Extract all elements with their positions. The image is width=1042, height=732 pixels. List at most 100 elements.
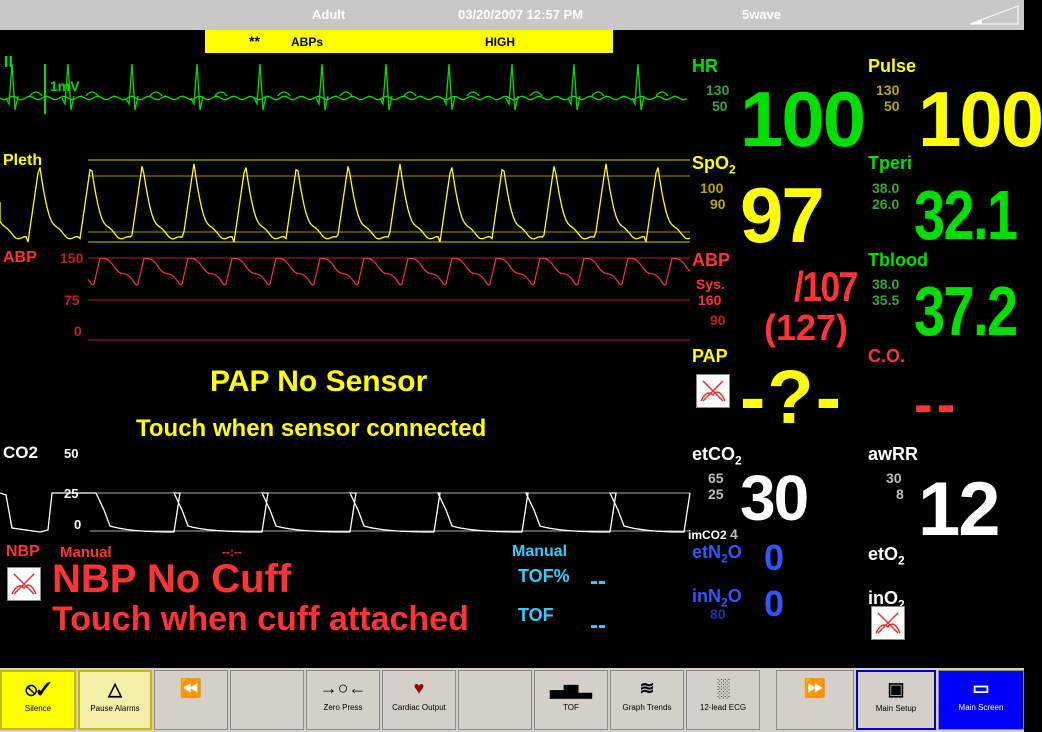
date-time: 03/20/2007 12:57 PM — [458, 7, 584, 22]
blank2-button[interactable] — [458, 670, 532, 730]
inn2o-high-limit: 80 — [710, 606, 726, 622]
tof-button[interactable]: ▃▅▂TOF — [534, 670, 608, 730]
abp-low-limit: 90 — [710, 312, 726, 328]
main-screen-label: Main Screen — [958, 703, 1004, 712]
main-screen-button[interactable]: ▭Main Screen — [938, 670, 1024, 730]
pulse-low-limit: 50 — [884, 98, 900, 114]
hr-value[interactable]: 100 — [740, 75, 866, 163]
nbp-cuff-hint[interactable]: Touch when cuff attached — [52, 600, 469, 638]
abp-scale-low: 0 — [74, 323, 82, 339]
main-setup-label: Main Setup — [875, 704, 917, 713]
abp-scale-high: 150 — [60, 250, 84, 266]
co2-scale-low: 0 — [74, 517, 82, 532]
zero-press-button[interactable]: →○← Zero Press — [306, 670, 380, 730]
rewind-button[interactable]: ⏪ — [154, 670, 228, 730]
tblood-label[interactable]: Tblood — [868, 250, 928, 270]
patient-type[interactable]: Adult — [312, 7, 346, 22]
blank1-button[interactable] — [230, 670, 304, 730]
setup-icon: ▣ — [887, 679, 905, 699]
tperi-high-limit: 38.0 — [872, 180, 900, 196]
ecg-icon: ░ — [716, 678, 730, 698]
abp-value[interactable]: /107 — [794, 263, 858, 310]
awrr-low-limit: 8 — [896, 486, 904, 502]
abp-label[interactable]: ABP — [692, 250, 731, 270]
alarm-banner[interactable]: ** ABPs HIGH — [205, 30, 613, 53]
etco2-high-limit: 65 — [708, 470, 724, 486]
hr-label[interactable]: HR — [692, 56, 718, 76]
etco2-value[interactable]: 30 — [740, 462, 809, 534]
waveform-area[interactable] — [0, 52, 691, 542]
abp-high-limit: 160 — [698, 292, 722, 308]
pap-label[interactable]: PAP — [692, 346, 728, 366]
zero-press-label: Zero Press — [323, 703, 363, 712]
hr-high-limit: 130 — [706, 82, 730, 98]
abp-wave-label[interactable]: ABP — [3, 249, 37, 266]
pulse-high-limit: 130 — [876, 82, 900, 98]
pap-value[interactable]: -?- — [740, 355, 844, 440]
alarm-level: HIGH — [485, 35, 515, 49]
tperi-label[interactable]: Tperi — [868, 153, 913, 173]
zero-press-icon: →○← — [319, 678, 367, 698]
silence-button[interactable]: ⦸✓Silence — [0, 670, 76, 730]
etn2o-label[interactable]: etN2O — [692, 542, 742, 566]
spo2-label[interactable]: SpO2 — [692, 153, 736, 177]
cardiac-output-button[interactable]: ♥Cardiac Output — [382, 670, 456, 730]
12-lead-ecg-button[interactable]: ░12-lead ECG — [686, 670, 760, 730]
pulse-value[interactable]: 100 — [918, 75, 1042, 163]
screen-mode[interactable]: 5wave — [742, 7, 782, 22]
co-value[interactable]: -- — [914, 372, 960, 435]
nbp-no-cuff-message[interactable]: NBP No Cuff — [52, 557, 292, 601]
co2-wave-label[interactable]: CO2 — [3, 443, 38, 462]
co2-scale-high: 50 — [64, 446, 79, 461]
graph-trends-label: Graph Trends — [622, 703, 672, 712]
nbp-mode[interactable]: Manual — [60, 544, 112, 561]
ecg-scale-label: 1mV — [50, 78, 80, 94]
main-setup-button[interactable]: ▣ Main Setup — [856, 670, 936, 730]
etn2o-value[interactable]: 0 — [764, 537, 784, 578]
co-label[interactable]: C.O. — [868, 346, 906, 366]
ecg-lead-label[interactable]: II — [4, 54, 13, 71]
tof-percent-label[interactable]: TOF% — [518, 566, 570, 586]
ino2-label[interactable]: inO2 — [868, 588, 905, 612]
spo2-value[interactable]: 97 — [740, 171, 825, 259]
abp-mean-value[interactable]: (127) — [764, 307, 849, 348]
pap-no-sensor-message[interactable]: PAP No Sensor — [210, 365, 428, 398]
etco2-label[interactable]: etCO2 — [692, 444, 742, 468]
graph-trends-button[interactable]: ≋ Graph Trends — [610, 670, 684, 730]
pap-connect-hint[interactable]: Touch when sensor connected — [136, 415, 487, 442]
tof-value: -- — [590, 612, 606, 639]
pleth-waveform — [0, 159, 691, 243]
spo2-low-limit: 90 — [710, 196, 726, 212]
alarm-param: ABPs — [291, 35, 324, 49]
awrr-value[interactable]: 12 — [918, 467, 1001, 552]
tperi-value[interactable]: 32.1 — [914, 176, 1018, 254]
ino2-no-sensor-icon[interactable] — [871, 606, 905, 640]
nbp-label[interactable]: NBP — [6, 543, 40, 560]
tblood-value[interactable]: 37.2 — [914, 272, 1018, 350]
abp-sys-label: Sys. — [696, 276, 725, 292]
inn2o-label[interactable]: inN2O — [692, 586, 742, 610]
ecg-waveform — [0, 63, 688, 114]
tof-mode[interactable]: Manual — [512, 543, 568, 560]
tblood-high-limit: 38.0 — [872, 276, 900, 292]
pulse-label[interactable]: Pulse — [868, 56, 917, 76]
heart-icon: ♥ — [413, 678, 425, 698]
forward-button[interactable]: ⏩ — [776, 670, 854, 730]
pap-no-sensor-icon[interactable] — [696, 374, 730, 408]
etco2-low-limit: 25 — [708, 486, 724, 502]
imco2-readout: imCO2 4 — [688, 526, 738, 542]
volume-icon[interactable] — [968, 4, 1020, 26]
eto2-label[interactable]: etO2 — [868, 544, 905, 568]
pause-alarms-button[interactable]: △Pause Alarms — [78, 670, 152, 730]
trend-graph-icon: ≋ — [639, 678, 655, 698]
tblood-low-limit: 35.5 — [872, 292, 900, 308]
fast-forward-icon: ⏩ — [803, 678, 827, 698]
nbp-no-cuff-icon[interactable] — [7, 567, 41, 601]
co2-scale-mid: 25 — [64, 486, 79, 501]
silence-label: Silence — [24, 704, 52, 713]
awrr-label[interactable]: awRR — [868, 444, 919, 464]
inn2o-value[interactable]: 0 — [764, 583, 784, 624]
tof-label[interactable]: TOF — [518, 605, 554, 625]
pleth-label[interactable]: Pleth — [3, 152, 43, 169]
abp-waveform — [87, 257, 691, 341]
